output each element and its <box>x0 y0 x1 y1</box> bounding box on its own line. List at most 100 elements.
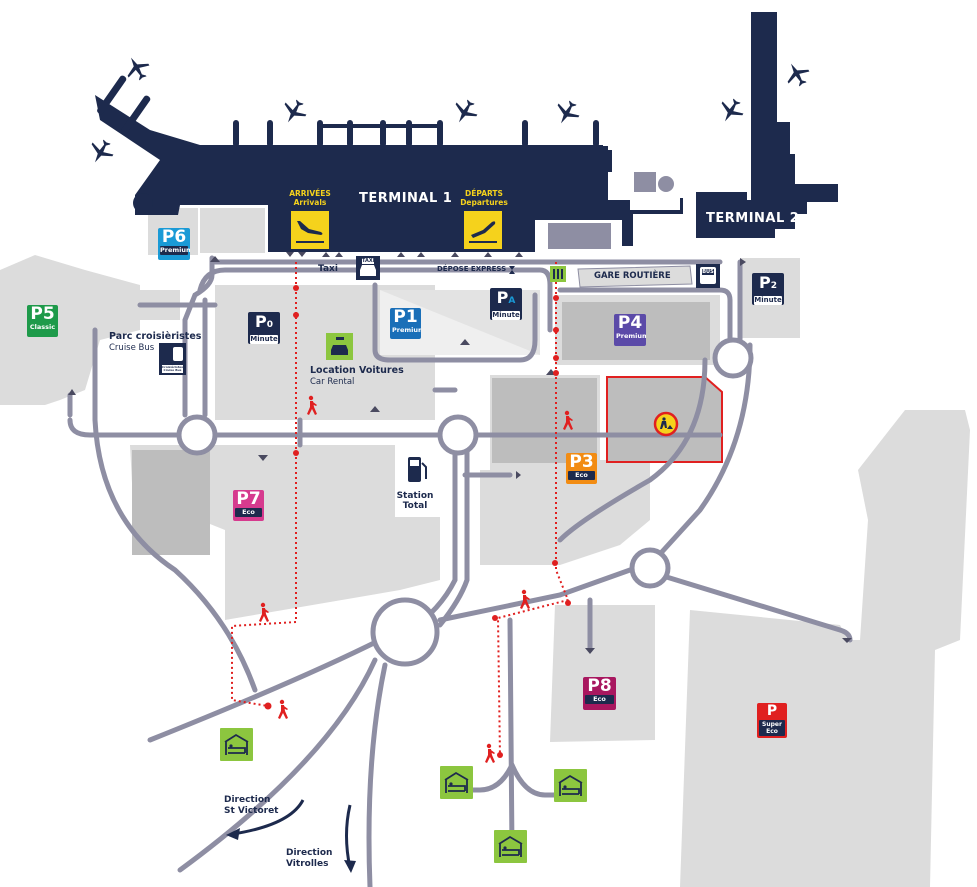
parking-super-eco-badge[interactable]: P Super Eco <box>757 703 787 738</box>
hourglass-icon <box>509 266 515 274</box>
gare-routiere-label: GARE ROUTIÈRE <box>594 271 671 281</box>
airplane-icon <box>787 63 810 87</box>
parking-p8-badge[interactable]: P8 Eco <box>583 677 616 710</box>
hotel-icon[interactable] <box>494 830 527 863</box>
walk-path-p7 <box>231 262 297 707</box>
arrow-icon <box>335 252 343 257</box>
arrowhead-icon <box>344 860 356 873</box>
arrivals-sign <box>291 211 329 249</box>
arrivals-label-en: Arrivals <box>293 198 327 207</box>
station-line2: Total <box>402 501 428 511</box>
parking-p6-type: Premium <box>160 246 190 255</box>
arrow-icon <box>515 252 523 257</box>
parking-p3-badge[interactable]: P3 Eco <box>566 453 597 484</box>
pedestrian-icon <box>520 589 530 609</box>
pedestrian-icon <box>563 410 573 430</box>
pa-minute-label: Minute <box>492 311 520 320</box>
taxi-sign-text: TAXI <box>362 258 375 264</box>
parking-p7-badge[interactable]: P7 Eco <box>233 490 264 521</box>
terminal-2-building[interactable] <box>696 12 838 238</box>
arrow-icon <box>740 258 746 266</box>
parking-p4-badge[interactable]: P4 Premium <box>614 314 646 346</box>
parking-p5-badge[interactable]: P5 Classic <box>27 305 58 337</box>
departures-label-fr: DÉPARTS <box>465 189 503 198</box>
parking-p2-minute-badge[interactable]: P2 Minute <box>752 273 784 305</box>
departures-label: DÉPARTS Departures <box>456 189 512 207</box>
parking-p7-type: Eco <box>235 508 262 517</box>
p0-minute-label: Minute <box>250 335 278 344</box>
parking-p5-number: P5 <box>30 305 55 324</box>
parking-pa-minute-badge[interactable]: PA Minute <box>490 288 522 320</box>
roundabout-west <box>176 414 218 456</box>
parking-p1-number: P1 <box>393 308 418 327</box>
toilets-icon <box>550 266 566 282</box>
p0-minute-letter: P0 <box>255 312 273 331</box>
roundabouts <box>176 337 754 667</box>
direction-st-victoret-line2: St Victoret <box>224 806 279 816</box>
gare-routiere-band <box>577 265 693 288</box>
direction-vitrolles-label: Direction Vitrolles <box>286 848 332 870</box>
airplane-icon <box>91 139 114 163</box>
arrow-icon <box>417 252 425 257</box>
p8-area[interactable] <box>550 605 655 742</box>
p2-minute-letter: P2 <box>759 273 777 292</box>
walk-path-dots <box>264 285 571 758</box>
hotel-icon[interactable] <box>220 728 253 761</box>
direction-st-victoret-line1: Direction <box>224 795 271 805</box>
pedestrian-icon <box>278 699 288 719</box>
departures-plane-icon <box>471 221 496 238</box>
road-west-curve <box>92 327 258 693</box>
arrow-icon <box>68 389 76 395</box>
parking-p8-type: Eco <box>585 695 614 704</box>
pedestrian-icons <box>259 395 573 763</box>
departures-label-en: Departures <box>460 198 508 207</box>
bus-sign <box>696 264 720 288</box>
direction-st-victoret-label: Direction St Victoret <box>224 795 278 817</box>
terminal-1-label: TERMINAL 1 <box>359 191 453 206</box>
hotel-icon[interactable] <box>554 769 587 802</box>
p6-side-area <box>200 208 265 253</box>
airplane-icon <box>127 57 150 81</box>
road-works-icon <box>653 411 679 437</box>
arrow-icon <box>484 252 492 257</box>
entry-arrows <box>68 252 852 654</box>
roundabout-p4 <box>712 337 754 379</box>
arrivals-label-fr: ARRIVÉES <box>289 189 331 198</box>
terminal-1-building[interactable] <box>95 74 683 252</box>
road-south-east <box>437 567 633 623</box>
parking-p4-number: P4 <box>617 314 643 333</box>
road-n-p6 <box>182 255 215 418</box>
arrow-st-victoret-icon <box>232 799 305 836</box>
arrow-icon <box>370 406 380 412</box>
arrow-icon <box>451 252 459 257</box>
pa-minute-letter: PA <box>496 288 516 307</box>
airplane-icon <box>557 100 580 124</box>
arrow-icon <box>298 252 306 257</box>
airplane-icon <box>721 98 744 122</box>
parking-p1-badge[interactable]: P1 Premium <box>390 308 421 339</box>
arrivals-label: ARRIVÉES Arrivals <box>284 189 336 207</box>
road-vitrolles <box>366 662 388 887</box>
super-eco-area[interactable] <box>680 410 970 887</box>
road-p1-loop <box>372 282 538 363</box>
p7-dark-area <box>132 450 210 555</box>
cruise-parking-subtitle: Cruise Bus <box>109 343 155 353</box>
arrow-vitrolles-icon <box>345 804 352 869</box>
parking-p6-badge[interactable]: P6 Premium <box>158 228 190 260</box>
p5-area[interactable] <box>0 255 140 405</box>
road-hotels <box>507 617 515 853</box>
road-east-loop <box>557 357 708 543</box>
station-line1: Station <box>396 491 434 501</box>
departures-sign <box>464 211 502 249</box>
parking-p5-type: Classic <box>29 323 56 331</box>
hotel-icon[interactable] <box>440 766 473 799</box>
parking-p0-minute-badge[interactable]: P0 Minute <box>248 312 280 344</box>
fuel-station-icon <box>408 457 427 482</box>
arrow-icon <box>516 471 521 479</box>
taxi-sign <box>356 256 380 280</box>
parking-p8-number: P8 <box>587 677 612 696</box>
parking-p1-type: Premium <box>392 326 421 334</box>
road-forecourt-lower <box>197 267 553 333</box>
pedestrian-icon <box>307 395 317 415</box>
arrow-icon <box>258 455 268 461</box>
